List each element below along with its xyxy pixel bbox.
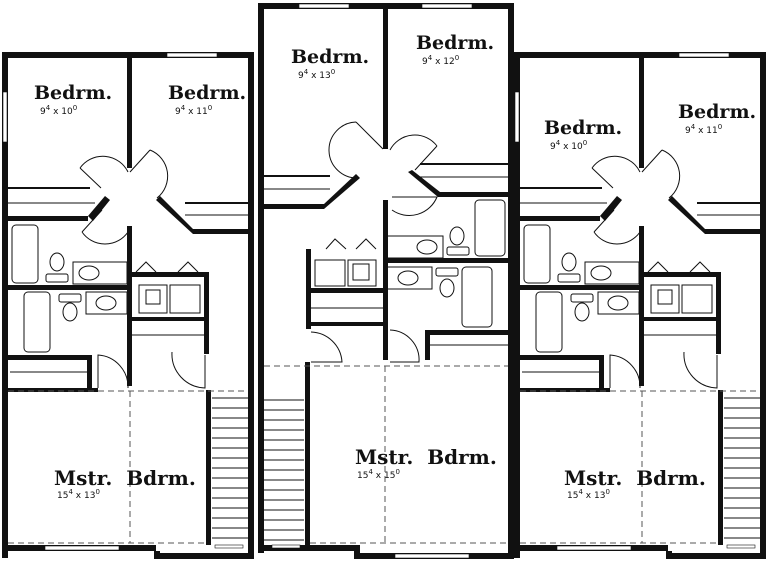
room-dimensions: 94 x 110 xyxy=(175,104,213,117)
room-dimensions: 94 x 130 xyxy=(298,68,336,81)
room-dimensions: 154 x 150 xyxy=(357,468,400,481)
room-dimensions: 94 x 120 xyxy=(422,54,460,67)
unit-center-walls xyxy=(258,3,514,559)
room-label-bedroom: Bedrm. xyxy=(678,101,757,123)
room-label-bedroom: Bedrm. xyxy=(34,82,113,104)
room-dimensions: 94 x 110 xyxy=(685,123,723,136)
room-dimensions: 154 x 130 xyxy=(57,488,100,501)
room-label-master-bedroom: Mstr. Bdrm. xyxy=(54,466,196,490)
room-dimensions: 154 x 130 xyxy=(567,488,610,501)
room-label-bedroom: Bedrm. xyxy=(416,32,495,54)
room-label-bedroom: Bedrm. xyxy=(544,117,623,139)
room-dimensions: 94 x 100 xyxy=(40,104,78,117)
room-dimensions: 94 x 100 xyxy=(550,139,588,152)
room-label-bedroom: Bedrm. xyxy=(168,82,247,104)
room-label-bedroom: Bedrm. xyxy=(291,46,370,68)
room-label-master-bedroom: Mstr. Bdrm. xyxy=(355,445,497,469)
room-label-master-bedroom: Mstr. Bdrm. xyxy=(564,466,706,490)
